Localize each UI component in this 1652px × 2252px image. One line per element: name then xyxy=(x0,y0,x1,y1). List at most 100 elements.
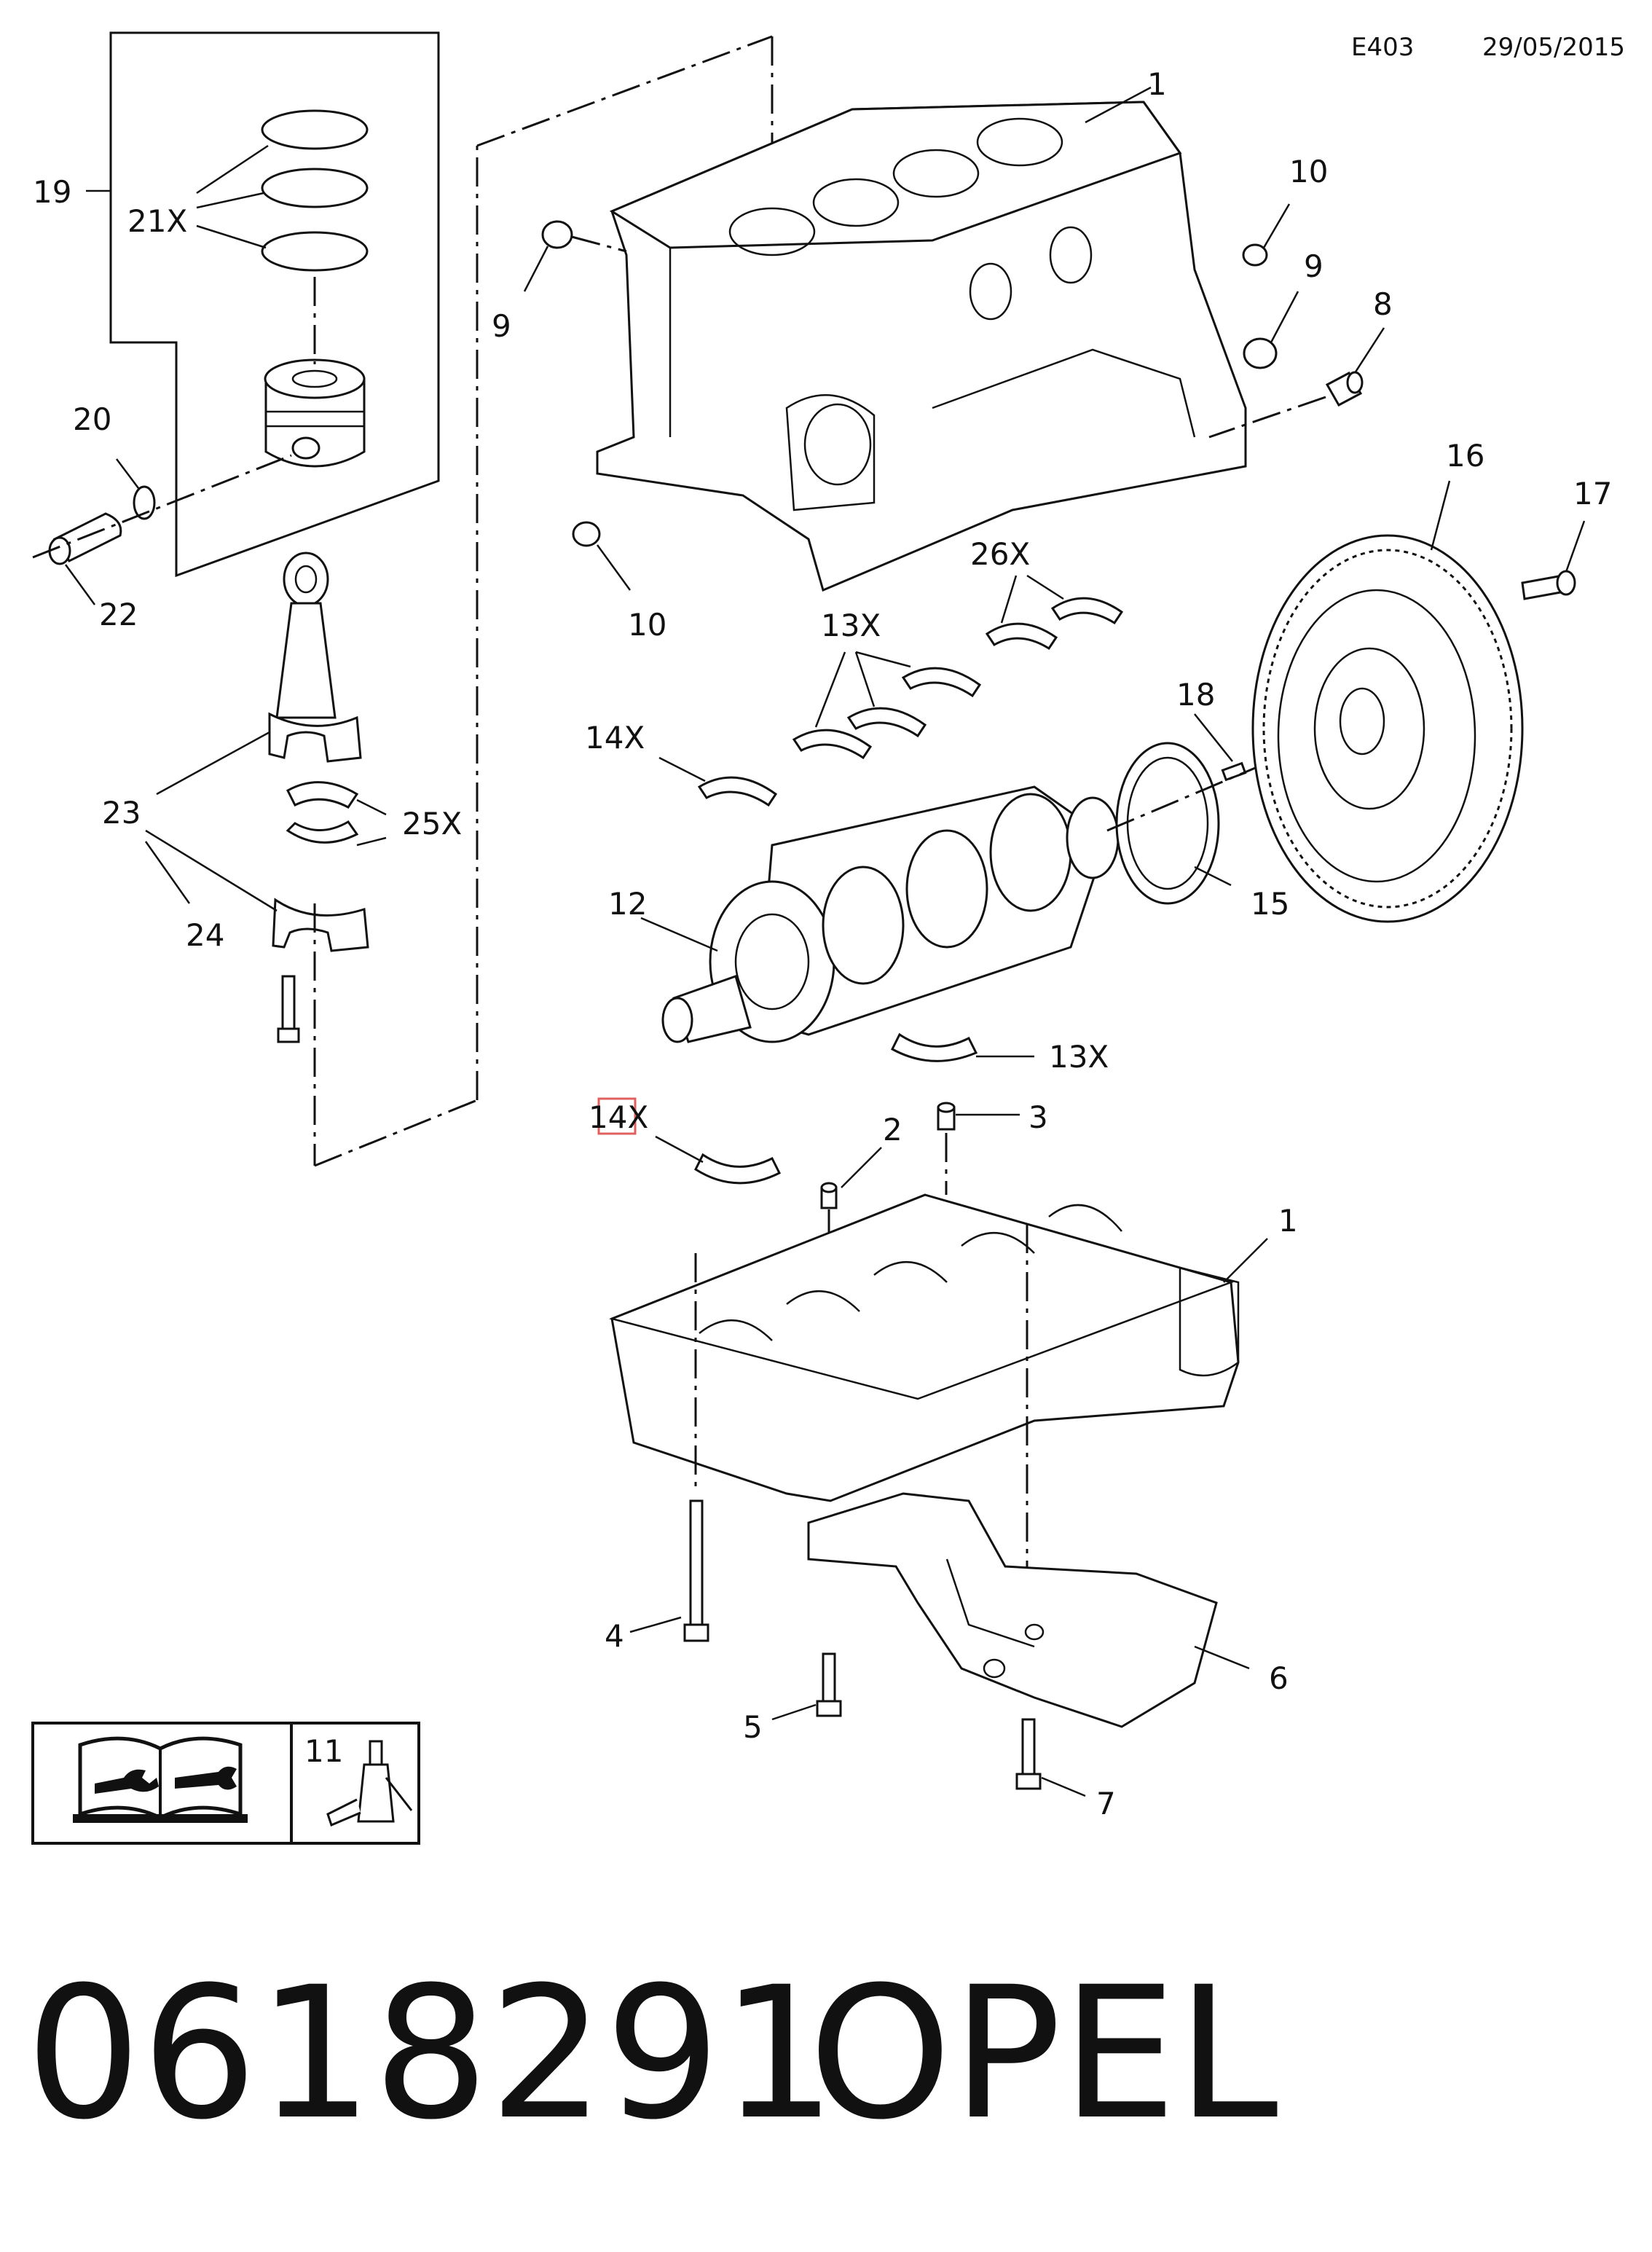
leader-25a xyxy=(356,799,387,816)
callout-1-top: 1 xyxy=(1147,66,1167,102)
callout-24: 24 xyxy=(186,917,224,953)
highlight-box-14x xyxy=(597,1097,637,1135)
piston-rings xyxy=(261,109,369,272)
callout-8: 8 xyxy=(1373,286,1393,322)
leader-14-bottom xyxy=(655,1135,704,1164)
flywheel-bolt xyxy=(1521,570,1576,600)
leader-24 xyxy=(144,841,191,904)
callout-25x: 25X xyxy=(402,806,462,841)
crankshaft xyxy=(661,785,1120,1043)
callout-7: 7 xyxy=(1096,1786,1116,1821)
cylinder-block xyxy=(596,101,1247,592)
leader-26a xyxy=(1000,575,1018,624)
callout-13x-bottom: 13X xyxy=(1049,1039,1109,1075)
leader-10-left xyxy=(596,544,632,591)
bolt-5 xyxy=(816,1652,842,1717)
sealant-tube-icon xyxy=(326,1740,413,1827)
sleeve-2 xyxy=(820,1182,838,1209)
lower-bearing-14 xyxy=(694,1153,782,1185)
callout-6: 6 xyxy=(1269,1660,1289,1696)
callout-9-right: 9 xyxy=(1304,248,1323,284)
leader-6 xyxy=(1194,1645,1250,1670)
oil-baffle xyxy=(807,1492,1218,1728)
callout-14x-bottom: 14X xyxy=(589,1099,648,1135)
legend-item-number: 11 xyxy=(304,1733,343,1769)
brand-name: OPEL xyxy=(809,1947,1278,2159)
leader-1-bottom xyxy=(1223,1238,1268,1283)
pin-3 xyxy=(937,1102,956,1131)
callout-1-bottom: 1 xyxy=(1278,1203,1298,1239)
connecting-rod xyxy=(268,552,362,763)
plug-10-right xyxy=(1242,243,1268,267)
leader-16 xyxy=(1430,480,1451,551)
leader-13a xyxy=(814,651,846,728)
callout-5: 5 xyxy=(743,1709,763,1745)
leader-5 xyxy=(771,1703,817,1721)
bolt-4 xyxy=(683,1499,709,1642)
callout-13x-top: 13X xyxy=(821,608,881,643)
plug-9-axis xyxy=(571,235,627,253)
lower-bearing-13 xyxy=(891,1032,978,1062)
pin-axis xyxy=(32,454,292,559)
piston-pin xyxy=(48,512,122,565)
callout-22: 22 xyxy=(99,597,138,632)
dowel-8 xyxy=(1325,371,1364,407)
flywheel xyxy=(1251,534,1524,923)
manual-wrench-icon xyxy=(73,1736,248,1823)
callout-10-right: 10 xyxy=(1289,154,1328,189)
diagram-date: 29/05/2015 xyxy=(1482,33,1625,62)
callout-12: 12 xyxy=(608,886,647,922)
leader-1-top xyxy=(1085,86,1152,124)
leader-20 xyxy=(116,458,139,489)
leader-15 xyxy=(1194,866,1232,887)
frame-dash-bottom xyxy=(314,1099,478,1167)
part-number: 0618291 xyxy=(25,1947,836,2159)
plug-9-right xyxy=(1243,337,1278,369)
leader-23a xyxy=(156,731,270,796)
leader-8 xyxy=(1353,327,1385,374)
leader-10-right xyxy=(1262,203,1291,248)
leader-2 xyxy=(841,1147,882,1188)
callout-4: 4 xyxy=(605,1618,624,1654)
bolt-7 xyxy=(1015,1718,1042,1790)
frame-dash-top xyxy=(476,35,773,147)
leader-18 xyxy=(1194,713,1233,762)
plug-10-left xyxy=(572,521,601,547)
leader-23b xyxy=(145,829,278,912)
leader-14-top xyxy=(658,756,706,782)
leader-17 xyxy=(1565,520,1586,573)
plug-9-left xyxy=(541,220,573,249)
leader-9-right xyxy=(1270,291,1299,343)
leader-4 xyxy=(629,1616,682,1633)
callout-21x: 21X xyxy=(127,203,187,239)
leader-21b xyxy=(196,192,264,209)
callout-9-left: 9 xyxy=(492,308,511,344)
callout-23: 23 xyxy=(102,795,141,831)
callout-26x: 26X xyxy=(970,536,1030,572)
callout-10-left: 10 xyxy=(628,607,666,643)
leader-13b xyxy=(854,651,876,707)
leader-7 xyxy=(1041,1776,1086,1797)
piston-group-frame xyxy=(109,31,440,578)
callout-15: 15 xyxy=(1251,886,1289,922)
legend-box: 11 xyxy=(31,1722,420,1845)
callout-20: 20 xyxy=(73,401,111,437)
leader-12 xyxy=(640,917,718,952)
leader-21c xyxy=(196,224,267,249)
circlip xyxy=(133,485,156,520)
leader-13c xyxy=(855,651,911,668)
callout-19: 19 xyxy=(33,174,71,210)
rod-cap xyxy=(272,898,369,952)
callout-18: 18 xyxy=(1176,677,1215,713)
leader-9-left xyxy=(523,246,549,292)
bedplate xyxy=(608,1193,1240,1502)
leader-26b xyxy=(1026,574,1064,600)
rod-bearing-shells xyxy=(286,781,359,844)
oil-seal xyxy=(1115,742,1220,905)
leader-21a xyxy=(196,144,269,195)
upper-bearing-shells xyxy=(697,597,1124,807)
callout-14x-top: 14X xyxy=(585,720,645,756)
dowel-axis xyxy=(1208,396,1326,439)
